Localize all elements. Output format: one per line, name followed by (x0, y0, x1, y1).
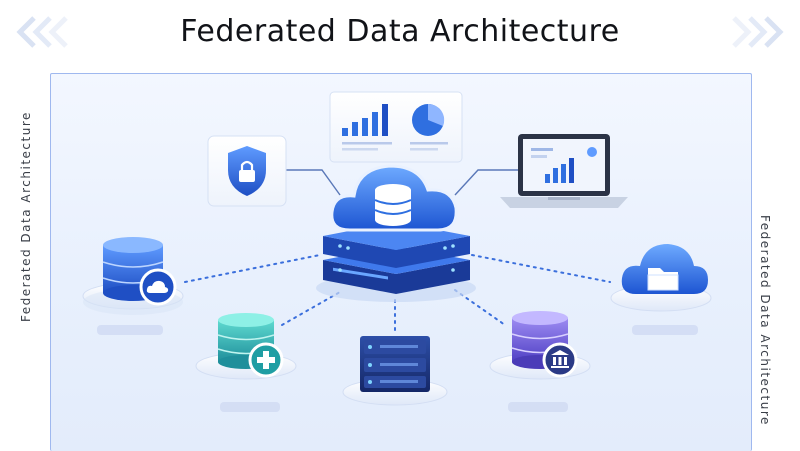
server-rack-icon (342, 336, 448, 406)
connector-db-bank (454, 289, 506, 326)
database-cloud-icon (82, 237, 184, 335)
connector-cloud-folder (471, 254, 611, 283)
connectors (184, 150, 611, 333)
laptop-chart-icon (500, 134, 628, 208)
cloud-database-icon (330, 164, 458, 232)
page-title: Federated Data Architecture (180, 14, 620, 49)
database-medical-icon (195, 313, 297, 412)
connector-shield (286, 169, 341, 196)
shield-lock-icon (207, 135, 287, 207)
server-hub-icon (316, 222, 476, 302)
chevron-left-decoration (12, 14, 70, 50)
database-bank-icon (489, 311, 591, 412)
connector-db-cloud (184, 254, 321, 283)
cloud-folder-icon (610, 244, 712, 335)
connector-laptop (454, 169, 518, 196)
chevron-right-decoration (730, 14, 788, 50)
dashboard-chart-icon (329, 91, 463, 163)
connector-db-medical (281, 291, 341, 326)
